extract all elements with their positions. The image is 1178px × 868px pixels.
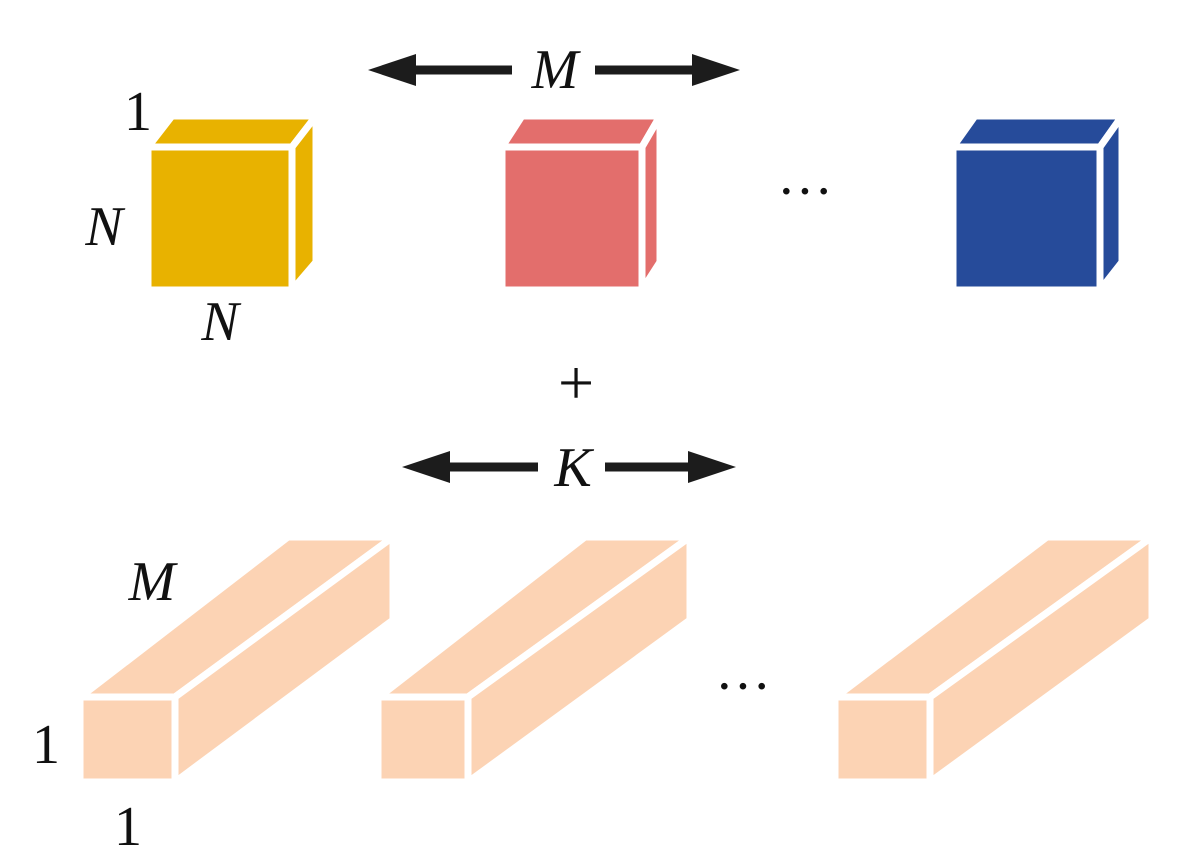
cube-red bbox=[495, 103, 667, 302]
bar-width-label: 1 bbox=[114, 796, 142, 858]
bar-depth-label: M bbox=[128, 551, 179, 613]
top-ellipsis: ··· bbox=[777, 161, 833, 223]
m-arrow-left-head bbox=[368, 54, 416, 86]
bar-height-label: 1 bbox=[32, 714, 60, 776]
cube-red-top bbox=[495, 112, 667, 151]
bar-2 bbox=[366, 530, 701, 789]
m-span-label: M bbox=[531, 39, 582, 101]
cube-blue-front bbox=[949, 143, 1104, 294]
cube-yellow-side bbox=[288, 105, 320, 300]
cube-width-label: N bbox=[200, 291, 241, 353]
cube-blue bbox=[946, 105, 1129, 301]
plus-operator: + bbox=[558, 347, 594, 418]
cube-height-label: N bbox=[84, 196, 125, 258]
m-arrow-right-head bbox=[692, 54, 740, 86]
k-arrow-left-head bbox=[402, 451, 450, 483]
cube-depth-label: 1 bbox=[124, 81, 152, 143]
k-span-label: K bbox=[553, 437, 594, 499]
cube-blue-top bbox=[946, 112, 1129, 151]
bar-3 bbox=[823, 530, 1163, 789]
cube-yellow bbox=[140, 105, 324, 300]
bar-2-front bbox=[374, 693, 472, 786]
k-arrow-right-head bbox=[688, 451, 736, 483]
cube-red-front bbox=[498, 143, 646, 294]
cube-yellow-front bbox=[144, 143, 296, 294]
bar-1 bbox=[69, 530, 404, 789]
bar-1-front bbox=[76, 693, 179, 786]
bottom-ellipsis: ··· bbox=[715, 656, 771, 718]
k-span-arrow: K bbox=[402, 437, 736, 499]
bar-3-front bbox=[831, 693, 934, 786]
m-span-arrow: M bbox=[368, 39, 740, 101]
cube-yellow-top bbox=[140, 112, 324, 151]
